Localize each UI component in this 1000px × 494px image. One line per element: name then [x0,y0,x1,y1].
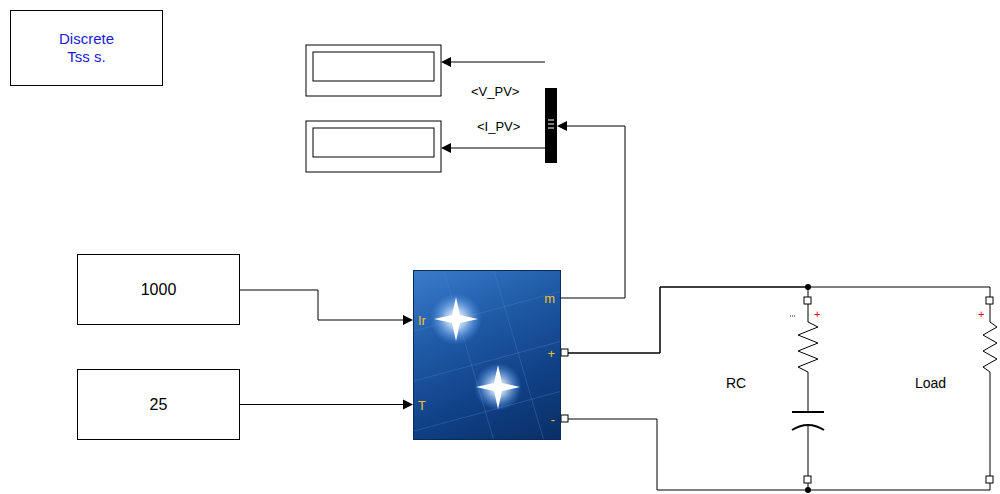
load-resistor-symbol [983,297,997,483]
display-block [306,121,441,172]
port-label: + [547,346,555,362]
constant-value: 1000 [141,281,177,299]
junction-dot [805,487,811,493]
pv-panel-picture [414,271,561,440]
port-label: - [551,412,555,428]
constant-block: 1000 [77,254,240,325]
port-label: Ir [418,313,426,329]
arrow-head [403,400,413,410]
connector-line [568,287,808,353]
signal-name: <V_PV> [469,84,521,99]
connector-line [240,404,405,405]
rc-branch: RC [720,296,820,486]
pv-array-block: IrTm + - [413,270,561,440]
port-terminal [561,349,568,422]
powergui-block: Discrete Tss s. [10,10,163,86]
signal-line [240,400,413,410]
port-label: T [418,398,426,414]
constant-block: 25 [77,369,240,440]
component-name: Load [915,374,946,392]
load-branch: Load [905,296,1000,486]
bus-selector-marks [548,120,554,128]
arrow-head [403,315,413,325]
signal-line [240,290,413,325]
arrow-head [441,57,567,153]
power-wire [568,287,990,353]
connector-line [568,287,990,353]
signal-name: <I_PV> [475,119,522,134]
bus-selector [545,88,557,163]
signal-line [448,62,625,298]
power-wire [561,419,990,490]
component-name: RC [726,374,746,392]
polarity-mark: + [976,308,986,321]
port-label: m [544,291,555,307]
connector-line [240,290,405,320]
power-wire [568,287,808,353]
constant-value: 25 [150,396,168,414]
block-caption: Discrete Tss s. [52,30,122,66]
display-block [306,45,441,96]
polarity-mark: + [812,308,822,321]
rc-branch-symbol [790,297,824,483]
